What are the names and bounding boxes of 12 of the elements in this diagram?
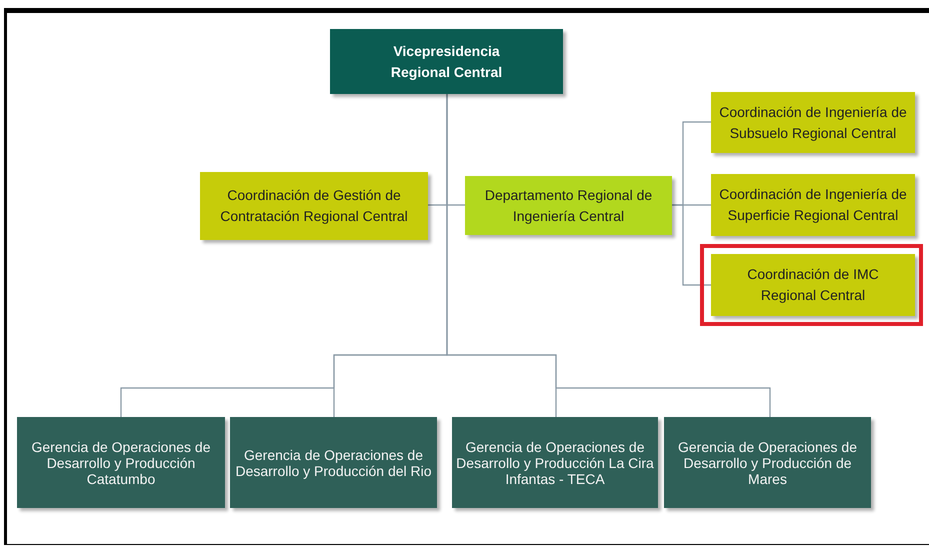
management-box: Gerencia de Operaciones de Desarrollo y Producción La Cira Infantas - TECA <box>452 417 658 508</box>
management-box: Gerencia de Operaciones de Desarrollo y Producción del Rio <box>230 417 437 508</box>
management-box: Gerencia de Operaciones de Desarrollo y Producción de Mares <box>664 417 871 508</box>
coordination-box: Coordinación de IMC Regional Central <box>711 254 915 316</box>
management-box: Gerencia de Operaciones de Desarrollo y Producción Catatumbo <box>17 417 225 508</box>
coordination-box: Coordinación de Ingeniería de Superficie Regional Central <box>711 174 915 236</box>
coordination-box: Coordinación de Gestión de Contratación Regional Central <box>200 172 428 240</box>
department-box: Departamento Regional de Ingeniería Central <box>465 176 672 235</box>
connector-line <box>672 204 711 286</box>
connector-line <box>446 94 771 417</box>
coordination-box: Coordinación de Ingeniería de Subsuelo Regional Central <box>711 92 915 153</box>
top-box: Vicepresidencia Regional Central <box>330 29 563 94</box>
